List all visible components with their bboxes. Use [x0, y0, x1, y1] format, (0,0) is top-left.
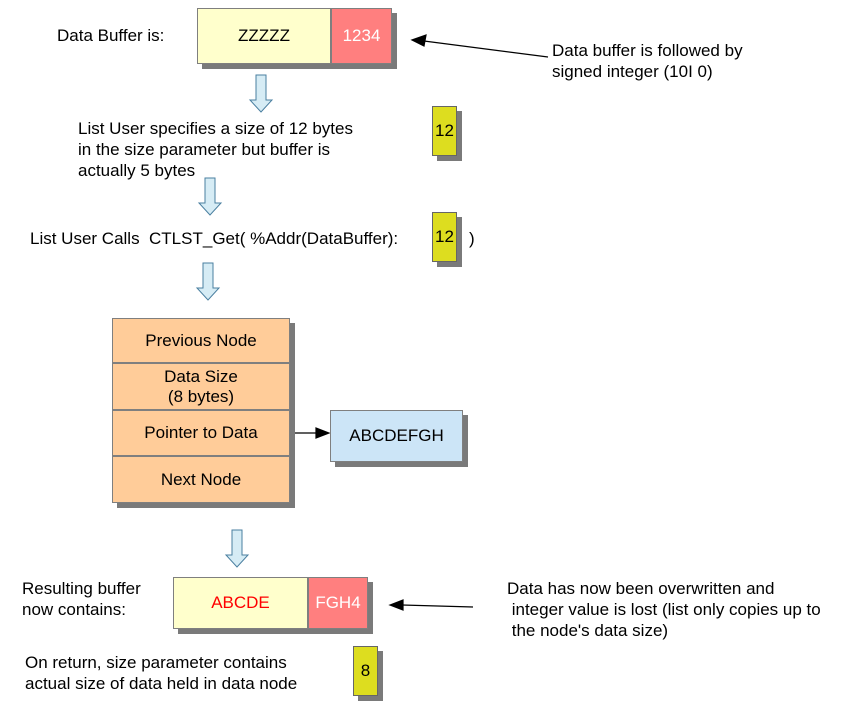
size-param-value-returned: 8 — [360, 661, 371, 680]
result-integer-cell: FGH4 — [308, 577, 368, 629]
note-arrow-top — [410, 34, 549, 58]
list-node: Previous Node Data Size (8 bytes) Pointe… — [112, 318, 290, 503]
down-arrow-2 — [197, 177, 223, 216]
buffer-integer-cell: 1234 — [331, 8, 392, 64]
buffer-data-cell: ZZZZZ — [197, 8, 331, 64]
overwritten-note: Data has now been overwritten and intege… — [507, 579, 821, 640]
node-previous-cell: Previous Node — [112, 318, 290, 363]
size-param-box-1: 12 — [432, 106, 457, 156]
node-pointer-label: Pointer to Data — [144, 423, 258, 442]
node-previous-label: Previous Node — [145, 330, 257, 350]
call-statement-suffix: ) — [469, 229, 475, 248]
buffer-data-text: ZZZZZ — [238, 26, 290, 45]
down-arrow-4 — [224, 529, 250, 568]
node-data-box: ABCDEFGH — [330, 410, 463, 462]
size-param-value-1: 12 — [435, 121, 454, 140]
note-arrow-bottom — [388, 599, 474, 611]
node-data-size-cell: Data Size (8 bytes) — [112, 363, 290, 410]
result-data-cell: ABCDE — [173, 577, 308, 629]
call-statement-prefix: List User Calls CTLST_Get( %Addr(DataBuf… — [30, 229, 399, 248]
return-note: On return, size parameter contains actua… — [25, 653, 298, 693]
down-arrow-3 — [195, 262, 221, 301]
node-data-text: ABCDEFGH — [349, 426, 444, 445]
node-next-label: Next Node — [160, 469, 242, 489]
result-data-text: ABCDE — [211, 593, 270, 612]
size-spec-note: List User specifies a size of 12 bytes i… — [78, 119, 353, 180]
size-param-box-returned: 8 — [353, 646, 378, 696]
size-param-box-call: 12 — [432, 212, 457, 262]
node-data-size-label: Data Size (8 bytes) — [164, 366, 238, 406]
size-param-value-call: 12 — [435, 227, 454, 246]
result-integer-text: FGH4 — [315, 593, 361, 612]
resulting-buffer-label: Resulting buffer now contains: — [22, 579, 141, 619]
buffer-followed-note: Data buffer is followed by signed intege… — [552, 41, 743, 81]
node-next-cell: Next Node — [112, 456, 290, 503]
down-arrow-1 — [248, 74, 274, 113]
pointer-arrow — [290, 427, 331, 439]
data-buffer-label: Data Buffer is: — [57, 26, 165, 45]
node-pointer-cell: Pointer to Data — [112, 410, 290, 456]
buffer-integer-text: 1234 — [342, 26, 381, 45]
